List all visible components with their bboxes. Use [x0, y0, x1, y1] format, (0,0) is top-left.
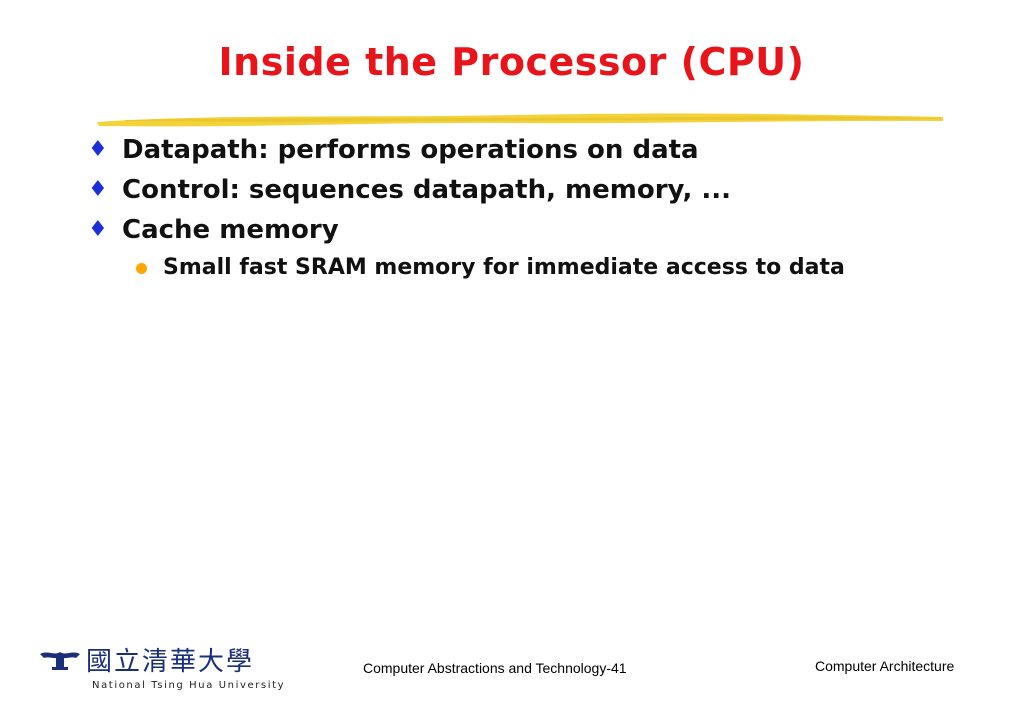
bullet-list: ♦ Datapath: performs operations on data … [84, 130, 944, 284]
logo-cjk-name: 國立清華大學 [86, 647, 255, 677]
university-logo: 國立清華大學 National Tsing Hua University [38, 643, 284, 697]
diamond-bullet-icon: ♦ [88, 137, 108, 162]
university-emblem-icon [40, 652, 80, 670]
bullet-item: ♦ Datapath: performs operations on data [84, 130, 944, 170]
sub-bullet-text: Small fast SRAM memory for immediate acc… [163, 255, 845, 280]
sub-bullet-item: Small fast SRAM memory for immediate acc… [84, 252, 944, 284]
bullet-text: Control: sequences datapath, memory, ... [122, 175, 732, 205]
diamond-bullet-icon: ♦ [88, 217, 108, 242]
footer-course-name: Computer Architecture [815, 658, 955, 674]
dot-bullet-icon [136, 263, 147, 274]
bullet-text: Cache memory [122, 215, 339, 245]
diamond-bullet-icon: ♦ [88, 177, 108, 202]
footer-slide-caption: Computer Abstractions and Technology-41 [363, 660, 627, 676]
logo-english-name: National Tsing Hua University [92, 680, 286, 691]
slide-title: Inside the Processor (CPU) [218, 40, 805, 84]
title-underline-brushstroke [97, 113, 943, 127]
bullet-item: ♦ Control: sequences datapath, memory, .… [84, 170, 944, 210]
bullet-text: Datapath: performs operations on data [122, 135, 699, 165]
bullet-item: ♦ Cache memory [84, 210, 944, 250]
